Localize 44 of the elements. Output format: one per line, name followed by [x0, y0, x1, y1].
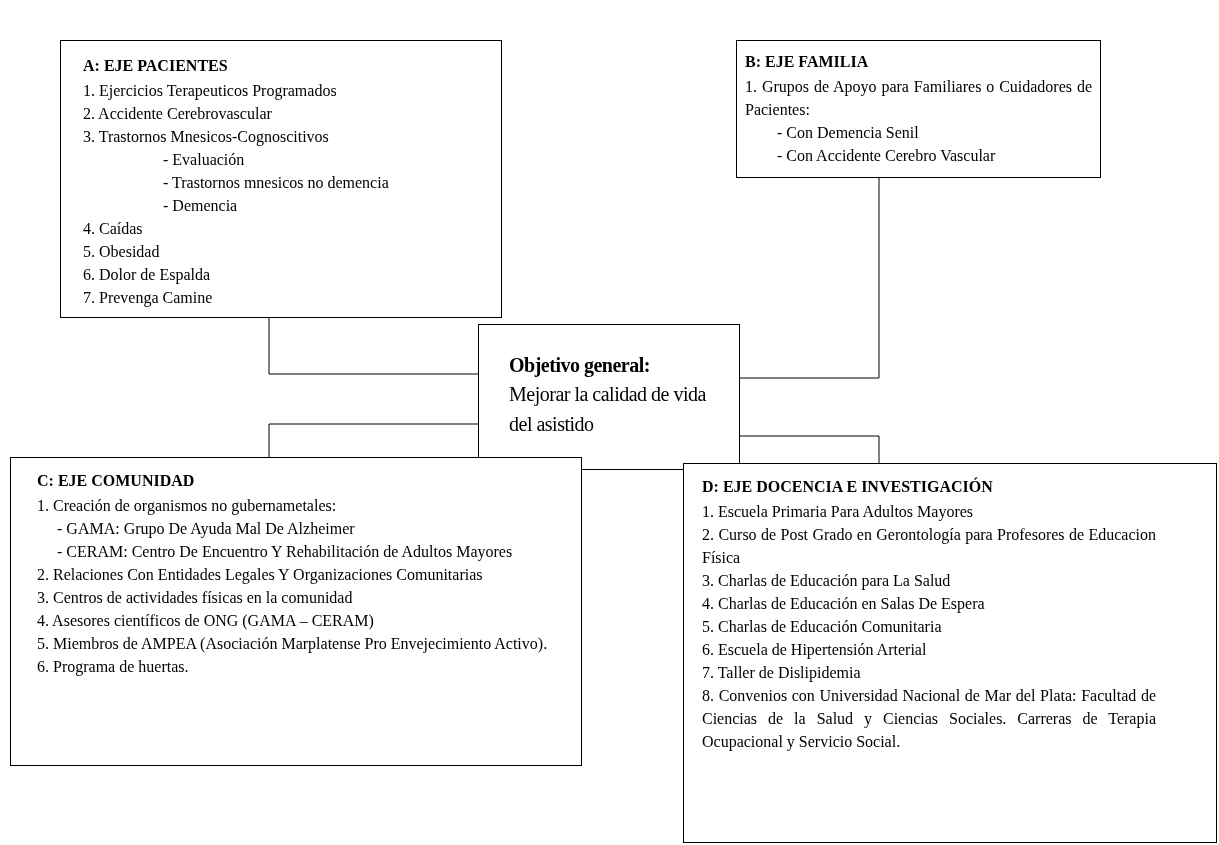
list-item: 7. Prevenga Camine — [83, 288, 214, 309]
list-item: 4. Caídas — [83, 219, 144, 239]
list-item: 7. Taller de Dislipidemia — [702, 663, 862, 684]
list-item: - Evaluación — [162, 150, 246, 170]
category-box — [60, 40, 502, 318]
box-heading: Objetivo general: — [509, 353, 651, 379]
list-item: 1. Grupos de Apoyo para Familiares o Cuidadores de Pacientes: — [745, 77, 1092, 120]
connector-line — [739, 435, 880, 464]
list-item: 2. Relaciones Con Entidades Legales Y Organizaciones Comunitarias — [37, 565, 484, 586]
connector-line — [739, 177, 880, 379]
list-item: 1. Ejercicios Terapeuticos Programados — [83, 81, 338, 102]
list-item: 6. Escuela de Hipertensión Arterial — [702, 640, 928, 661]
list-item: 4. Asesores científicos de ONG (GAMA – CERAM) — [37, 611, 375, 632]
box-heading: D: EJE DOCENCIA E INVESTIGACIÓN — [702, 476, 994, 497]
list-item: 1. Creación de organismos no gubernametales: — [37, 496, 338, 517]
box-heading: A: EJE PACIENTES — [83, 56, 229, 76]
list-item: - Demencia — [162, 196, 239, 216]
list-item: - Con Demencia Senil — [776, 123, 920, 143]
box-heading: B: EJE FAMILIA — [745, 52, 870, 72]
category-box — [10, 457, 582, 766]
list-item: - GAMA: Grupo De Ayuda Mal De Alzheimer — [56, 519, 356, 540]
connector-line — [268, 317, 479, 375]
goal-box — [478, 324, 740, 470]
list-item: 8. Convenios con Universidad Nacional de Mar del Plata: Facultad de Ciencias de la Salud y Ciencias Sociales. Carreras de Terapia Ocupacional y Servicio Social. — [702, 686, 1156, 753]
list-item: 3. Centros de actividades físicas en la comunidad — [37, 588, 354, 608]
list-item: 4. Charlas de Educación en Salas De Espera — [702, 594, 986, 615]
list-item: 3. Trastornos Mnesicos-Cognoscitivos — [83, 127, 330, 148]
category-box — [683, 463, 1217, 843]
list-item: 5. Obesidad — [83, 242, 161, 262]
list-item: 3. Charlas de Educación para La Salud — [702, 571, 952, 592]
list-item: 6. Programa de huertas. — [37, 657, 190, 678]
list-item: - Trastornos mnesicos no demencia — [162, 173, 390, 193]
list-item: - CERAM: Centro De Encuentro Y Rehabilitación de Adultos Mayores — [56, 542, 514, 563]
list-item: 5. Charlas de Educación Comunitaria — [702, 617, 943, 637]
connector-line — [268, 423, 479, 458]
box-heading: C: EJE COMUNIDAD — [37, 471, 196, 491]
list-item: 2. Accidente Cerebrovascular — [83, 104, 273, 124]
list-item: - Con Accidente Cerebro Vascular — [776, 146, 997, 166]
category-box — [736, 40, 1101, 178]
list-item: 6. Dolor de Espalda — [83, 265, 212, 286]
goal-text: Mejorar la calidad de vida del asistido — [509, 382, 707, 437]
list-item: 1. Escuela Primaria Para Adultos Mayores — [702, 502, 975, 523]
list-item: 5. Miembros de AMPEA (Asociación Marplatense Pro Envejecimiento Activo). — [37, 634, 549, 655]
list-item: 2. Curso de Post Grado en Gerontología para Profesores de Educacion Física — [702, 525, 1156, 568]
